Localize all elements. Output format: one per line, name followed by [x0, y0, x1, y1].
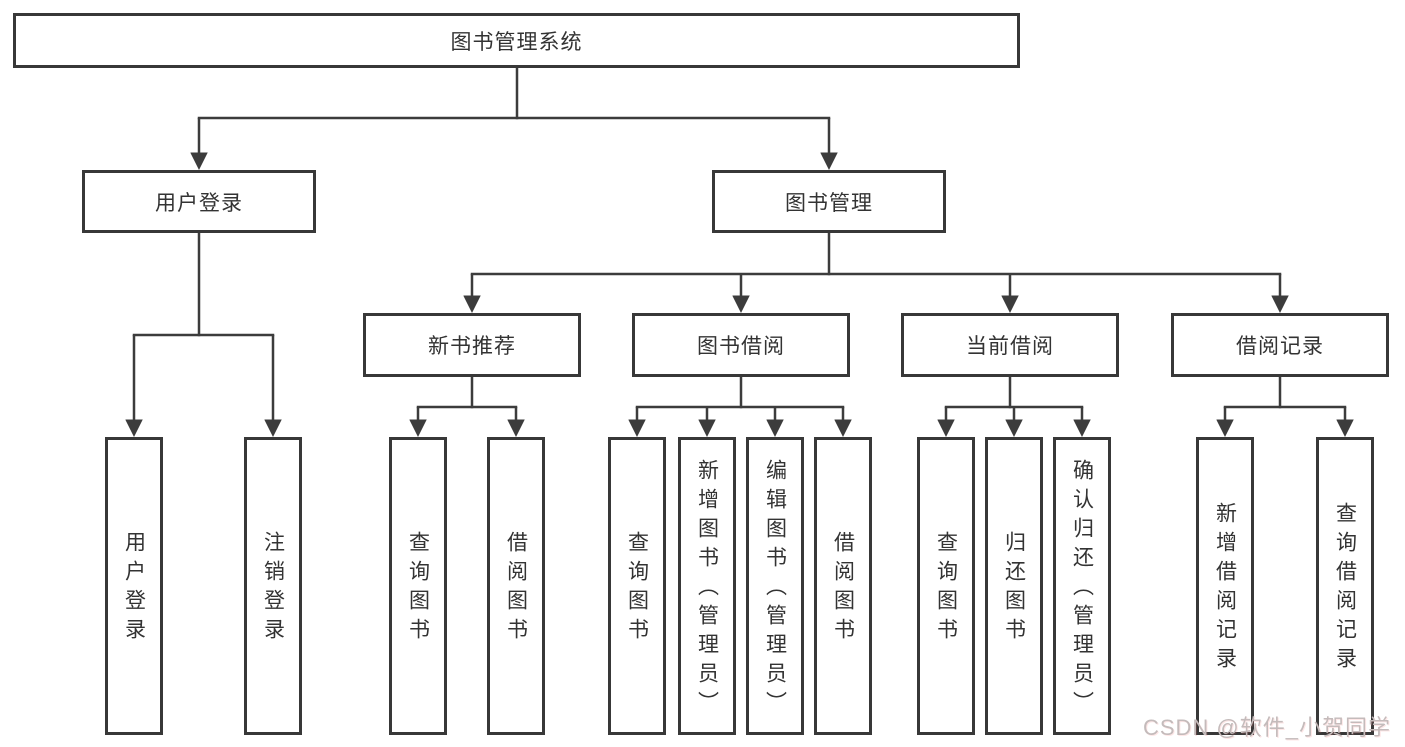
node-user-login: 用户登录 [82, 170, 316, 233]
leaf-borrow-books-1: 借阅图书 [487, 437, 545, 735]
csdn-watermark: CSDN @软件_小贺同学 [1142, 715, 1391, 740]
leaf-return-books: 归还图书 [985, 437, 1043, 735]
leaf-add-borrow-record: 新增借阅记录 [1196, 437, 1254, 735]
leaf-query-books-1: 查询图书 [389, 437, 447, 735]
leaf-confirm-return-admin: 确认归还（管理员） [1053, 437, 1111, 735]
node-book-borrowing: 图书借阅 [632, 313, 850, 377]
leaf-edit-books-admin: 编辑图书（管理员） [746, 437, 804, 735]
leaf-add-books-admin: 新增图书（管理员） [678, 437, 736, 735]
node-new-book-recommendation: 新书推荐 [363, 313, 581, 377]
leaf-borrow-books-2: 借阅图书 [814, 437, 872, 735]
node-library-management-system: 图书管理系统 [13, 13, 1020, 68]
node-borrowing-records: 借阅记录 [1171, 313, 1389, 377]
leaf-query-books-3: 查询图书 [917, 437, 975, 735]
leaf-query-borrow-record: 查询借阅记录 [1316, 437, 1374, 735]
leaf-logout: 注销登录 [244, 437, 302, 735]
node-book-management: 图书管理 [712, 170, 946, 233]
leaf-user-login: 用户登录 [105, 437, 163, 735]
leaf-query-books-2: 查询图书 [608, 437, 666, 735]
node-current-borrowing: 当前借阅 [901, 313, 1119, 377]
